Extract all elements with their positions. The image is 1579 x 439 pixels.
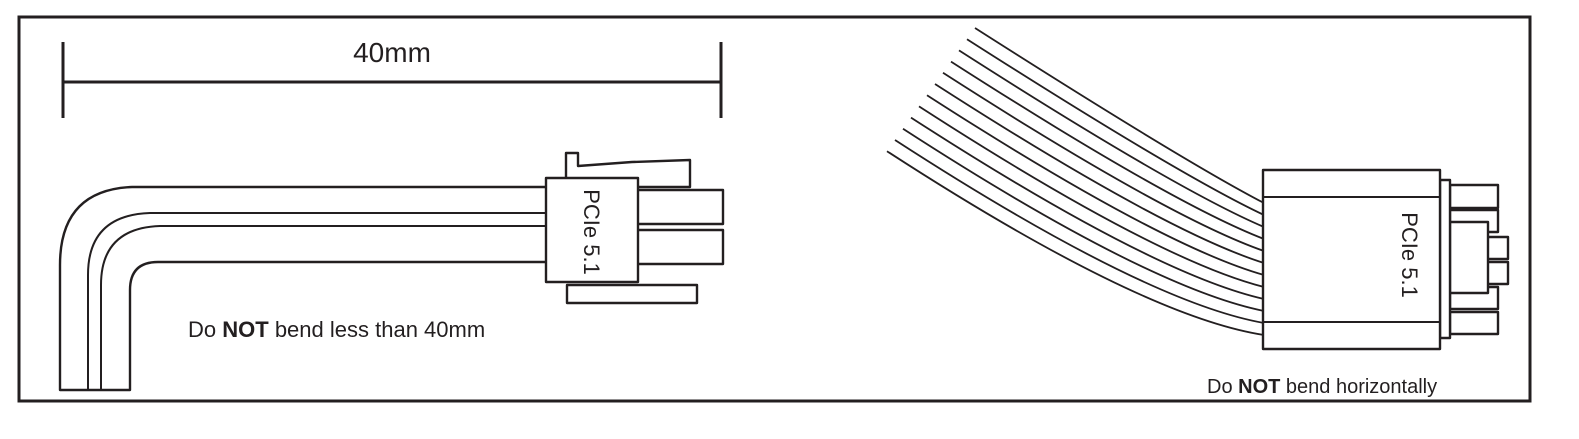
- wire: [958, 49, 1265, 228]
- wire: [910, 116, 1265, 300]
- wire: [934, 83, 1265, 264]
- straight-cable-wires: [886, 27, 1265, 336]
- wire: [886, 150, 1265, 336]
- wire: [942, 72, 1265, 252]
- wire: [902, 128, 1265, 312]
- wire: [918, 105, 1265, 288]
- right-connector-label: PCIe 5.1: [1397, 212, 1422, 298]
- wire: [926, 94, 1265, 276]
- wire: [950, 60, 1265, 240]
- left-connector-label: PCIe 5.1: [579, 189, 604, 275]
- left-caption: Do NOT bend less than 40mm: [188, 317, 485, 342]
- bent-cable: [58, 185, 550, 392]
- dimension-label: 40mm: [353, 37, 431, 68]
- wire: [966, 38, 1265, 216]
- wire: [974, 27, 1265, 204]
- diagram-frame: [17, 15, 1532, 403]
- dimension-marker: 40mm: [61, 37, 723, 118]
- right-connector: PCIe 5.1: [1261, 168, 1510, 351]
- left-connector: PCIe 5.1: [544, 151, 725, 305]
- right-caption: Do NOT bend horizontally: [1207, 376, 1437, 398]
- wire: [894, 139, 1265, 324]
